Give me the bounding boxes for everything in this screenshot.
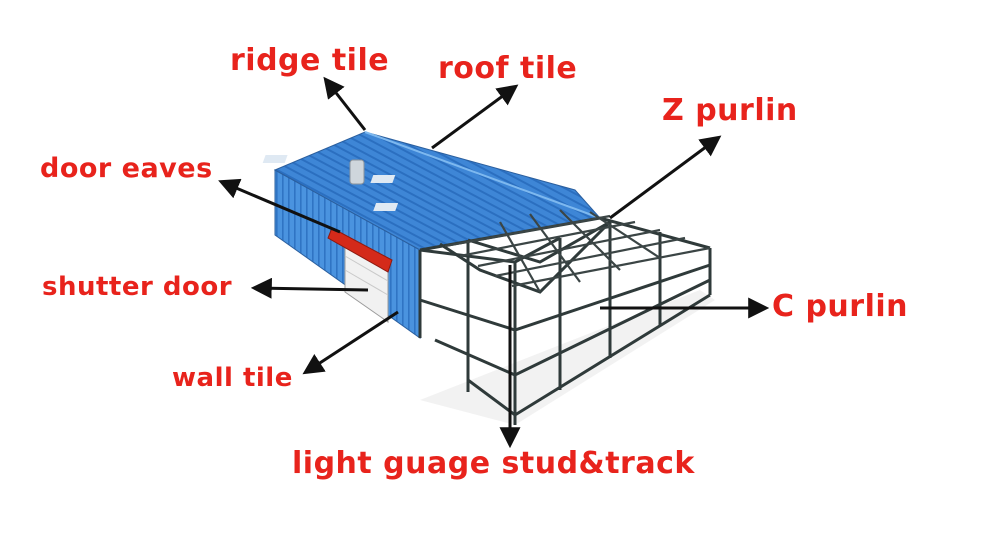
label-z-purlin: Z purlin xyxy=(662,93,798,128)
label-stud-track: light guage stud&track xyxy=(292,446,695,481)
arrow-shutter-door xyxy=(250,277,369,299)
label-roof-tile: roof tile xyxy=(438,51,578,86)
shutter-door-line xyxy=(344,255,389,282)
label-wall-tile: wall tile xyxy=(172,363,293,393)
label-c-purlin: C purlin xyxy=(772,289,909,324)
door-eaves xyxy=(327,227,393,273)
skylight xyxy=(373,203,399,211)
shutter-door-line xyxy=(344,269,389,296)
skylight xyxy=(262,155,288,163)
roof-purlins xyxy=(444,209,711,293)
arrow-wall-tile xyxy=(302,310,399,375)
arrow-z-purlin xyxy=(609,135,722,220)
ground-shadow xyxy=(420,290,715,425)
leader-arrows xyxy=(218,76,770,449)
roof-vent xyxy=(349,159,365,185)
arrow-roof-tile xyxy=(431,84,519,150)
skylight xyxy=(370,175,396,183)
label-ridge-tile: ridge tile xyxy=(230,43,390,78)
ridge-line xyxy=(364,131,601,219)
label-door-eaves: door eaves xyxy=(40,153,213,184)
arrow-door-eaves xyxy=(218,178,341,234)
label-shutter-door: shutter door xyxy=(42,272,233,302)
arrow-ridge-tile xyxy=(323,76,367,131)
